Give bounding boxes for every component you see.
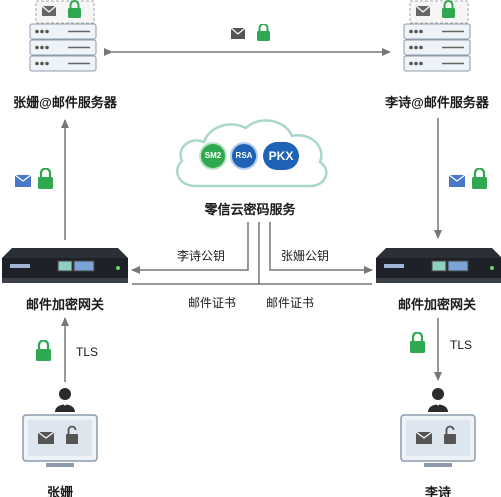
pkx-badge: PKX xyxy=(263,142,299,170)
right-gateway-label: 邮件加密网关 xyxy=(397,297,476,312)
server-link-secure-mail xyxy=(229,24,275,42)
pubkey-to-right-arrow xyxy=(269,222,373,274)
gateway-device-icon xyxy=(2,248,128,283)
left-pubkey-label: 李诗公钥 xyxy=(177,249,226,263)
right-secure-mail xyxy=(448,168,494,190)
right-user xyxy=(427,386,449,412)
right-pubkey-label: 张姗公钥 xyxy=(281,249,330,263)
mail-lock-icon xyxy=(14,168,53,189)
pkx-badge-label: PKX xyxy=(268,149,294,163)
left-mail-server xyxy=(28,0,102,76)
right-user-label: 李诗 xyxy=(424,485,451,497)
pubkey-to-left-arrow xyxy=(131,222,249,274)
left-user-label: 张姗 xyxy=(46,485,73,497)
user-icon xyxy=(55,388,75,412)
sm2-badge: SM2 xyxy=(199,142,227,170)
mail-lock-icon xyxy=(230,24,270,41)
left-tls-lock xyxy=(34,340,54,362)
monitor-icon xyxy=(22,414,98,467)
right-user-computer xyxy=(400,414,476,470)
rsa-badge: RSA xyxy=(230,142,258,170)
right-tls-label: TLS xyxy=(450,338,473,352)
left-encryption-gateway xyxy=(0,246,130,286)
right-cert-label: 邮件证书 xyxy=(266,296,315,310)
right-mail-server xyxy=(402,0,476,76)
right-tls-lock xyxy=(408,332,428,354)
cloud-label: 零信云密码服务 xyxy=(204,202,296,217)
left-server-label: 张姗@邮件服务器 xyxy=(13,95,117,110)
mail-lock-icon xyxy=(448,168,487,189)
gateway-device-icon xyxy=(376,248,501,283)
left-user xyxy=(54,386,76,412)
right-server-label: 李诗@邮件服务器 xyxy=(385,95,489,110)
monitor-icon xyxy=(400,414,476,467)
lock-icon xyxy=(36,340,51,361)
left-gateway-label: 邮件加密网关 xyxy=(25,297,104,312)
left-secure-mail xyxy=(14,168,60,190)
left-cert-label: 邮件证书 xyxy=(188,296,237,310)
left-user-computer xyxy=(22,414,98,470)
server-icon xyxy=(403,0,471,72)
user-icon xyxy=(428,388,448,412)
lock-icon xyxy=(410,332,425,353)
right-encryption-gateway xyxy=(374,246,501,286)
left-tls-label: TLS xyxy=(76,345,99,359)
sm2-badge-label: SM2 xyxy=(204,151,222,160)
server-icon xyxy=(29,0,97,72)
rsa-badge-label: RSA xyxy=(235,151,253,160)
